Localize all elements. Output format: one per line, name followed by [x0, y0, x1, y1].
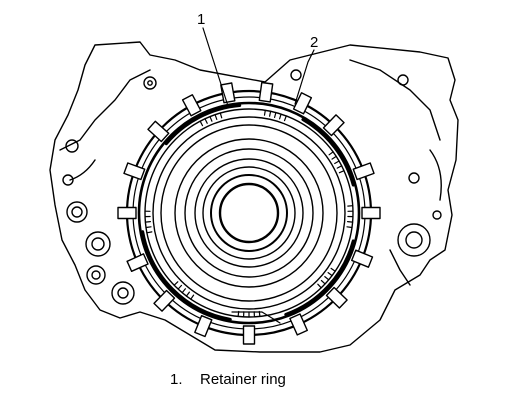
callout-1-leader — [202, 27, 229, 107]
retainer-ring-arc — [301, 117, 355, 187]
plate-lug — [325, 286, 348, 309]
ring-end-hatching — [144, 109, 354, 318]
hatch-mark — [185, 291, 190, 297]
plate-lug — [242, 325, 256, 345]
hatch-mark — [336, 165, 343, 169]
hatch-mark — [347, 221, 354, 223]
plate-lug — [194, 315, 213, 338]
plate-lug — [123, 162, 146, 181]
legend-item-number: 1. — [170, 371, 183, 388]
hatch-mark — [181, 288, 186, 294]
plate-lug — [352, 162, 375, 181]
hatch-mark — [334, 160, 340, 165]
hatch-mark — [338, 170, 345, 174]
hatch-mark — [173, 281, 179, 286]
hatch-mark — [263, 109, 266, 116]
hatch-mark — [146, 231, 153, 234]
hatch-mark — [274, 111, 277, 119]
plate-lug — [220, 82, 236, 104]
hatch-mark — [199, 120, 204, 127]
hatch-mark — [283, 115, 287, 122]
hatch-mark — [177, 284, 183, 290]
plate-lug — [153, 289, 176, 312]
hatch-mark — [317, 283, 322, 289]
plate-lug — [322, 114, 345, 137]
callout-1-leader-lower — [231, 311, 281, 324]
hatch-mark — [204, 118, 208, 124]
plate-lug — [351, 249, 374, 268]
hatch-mark — [214, 114, 218, 121]
plate-lug — [292, 92, 313, 115]
plate-lug — [361, 206, 381, 220]
legend-item-label: Retainer ring — [200, 371, 286, 388]
callout-number-1: 1 — [197, 11, 205, 28]
plate-lug — [147, 120, 170, 143]
hatch-mark — [320, 279, 326, 285]
retainer-ring — [141, 103, 355, 321]
clutch-plate-lugs — [117, 81, 381, 345]
hatch-mark — [346, 226, 353, 229]
hatch-mark — [331, 155, 337, 160]
callout-2-leader — [294, 49, 315, 105]
retainer-ring-arc — [284, 239, 355, 317]
callout-number-2: 2 — [310, 34, 318, 51]
retainer-ring-arc — [141, 230, 232, 321]
hatch-mark — [327, 272, 333, 277]
retainer-ring-diagram: 1 2 — [49, 11, 459, 353]
hatch-mark — [269, 110, 272, 117]
hatch-mark — [209, 115, 213, 122]
hatch-mark — [328, 151, 334, 156]
plate-lug — [117, 206, 137, 220]
hatch-mark — [279, 113, 282, 120]
hatch-mark — [219, 112, 223, 119]
hatch-mark — [144, 221, 151, 223]
plate-lug — [258, 81, 274, 103]
plate-lug — [126, 253, 149, 272]
retainer-ring-arc — [164, 103, 242, 146]
hatch-mark — [190, 294, 195, 300]
case-outline — [49, 41, 459, 353]
hatch-mark — [324, 276, 330, 281]
plate-lug — [289, 313, 308, 336]
hatch-mark — [145, 226, 152, 229]
plate-lug — [181, 94, 202, 117]
case-bolt-holes — [62, 69, 442, 305]
figure-legend: 1. Retainer ring — [170, 371, 286, 388]
hatch-mark — [330, 267, 336, 272]
